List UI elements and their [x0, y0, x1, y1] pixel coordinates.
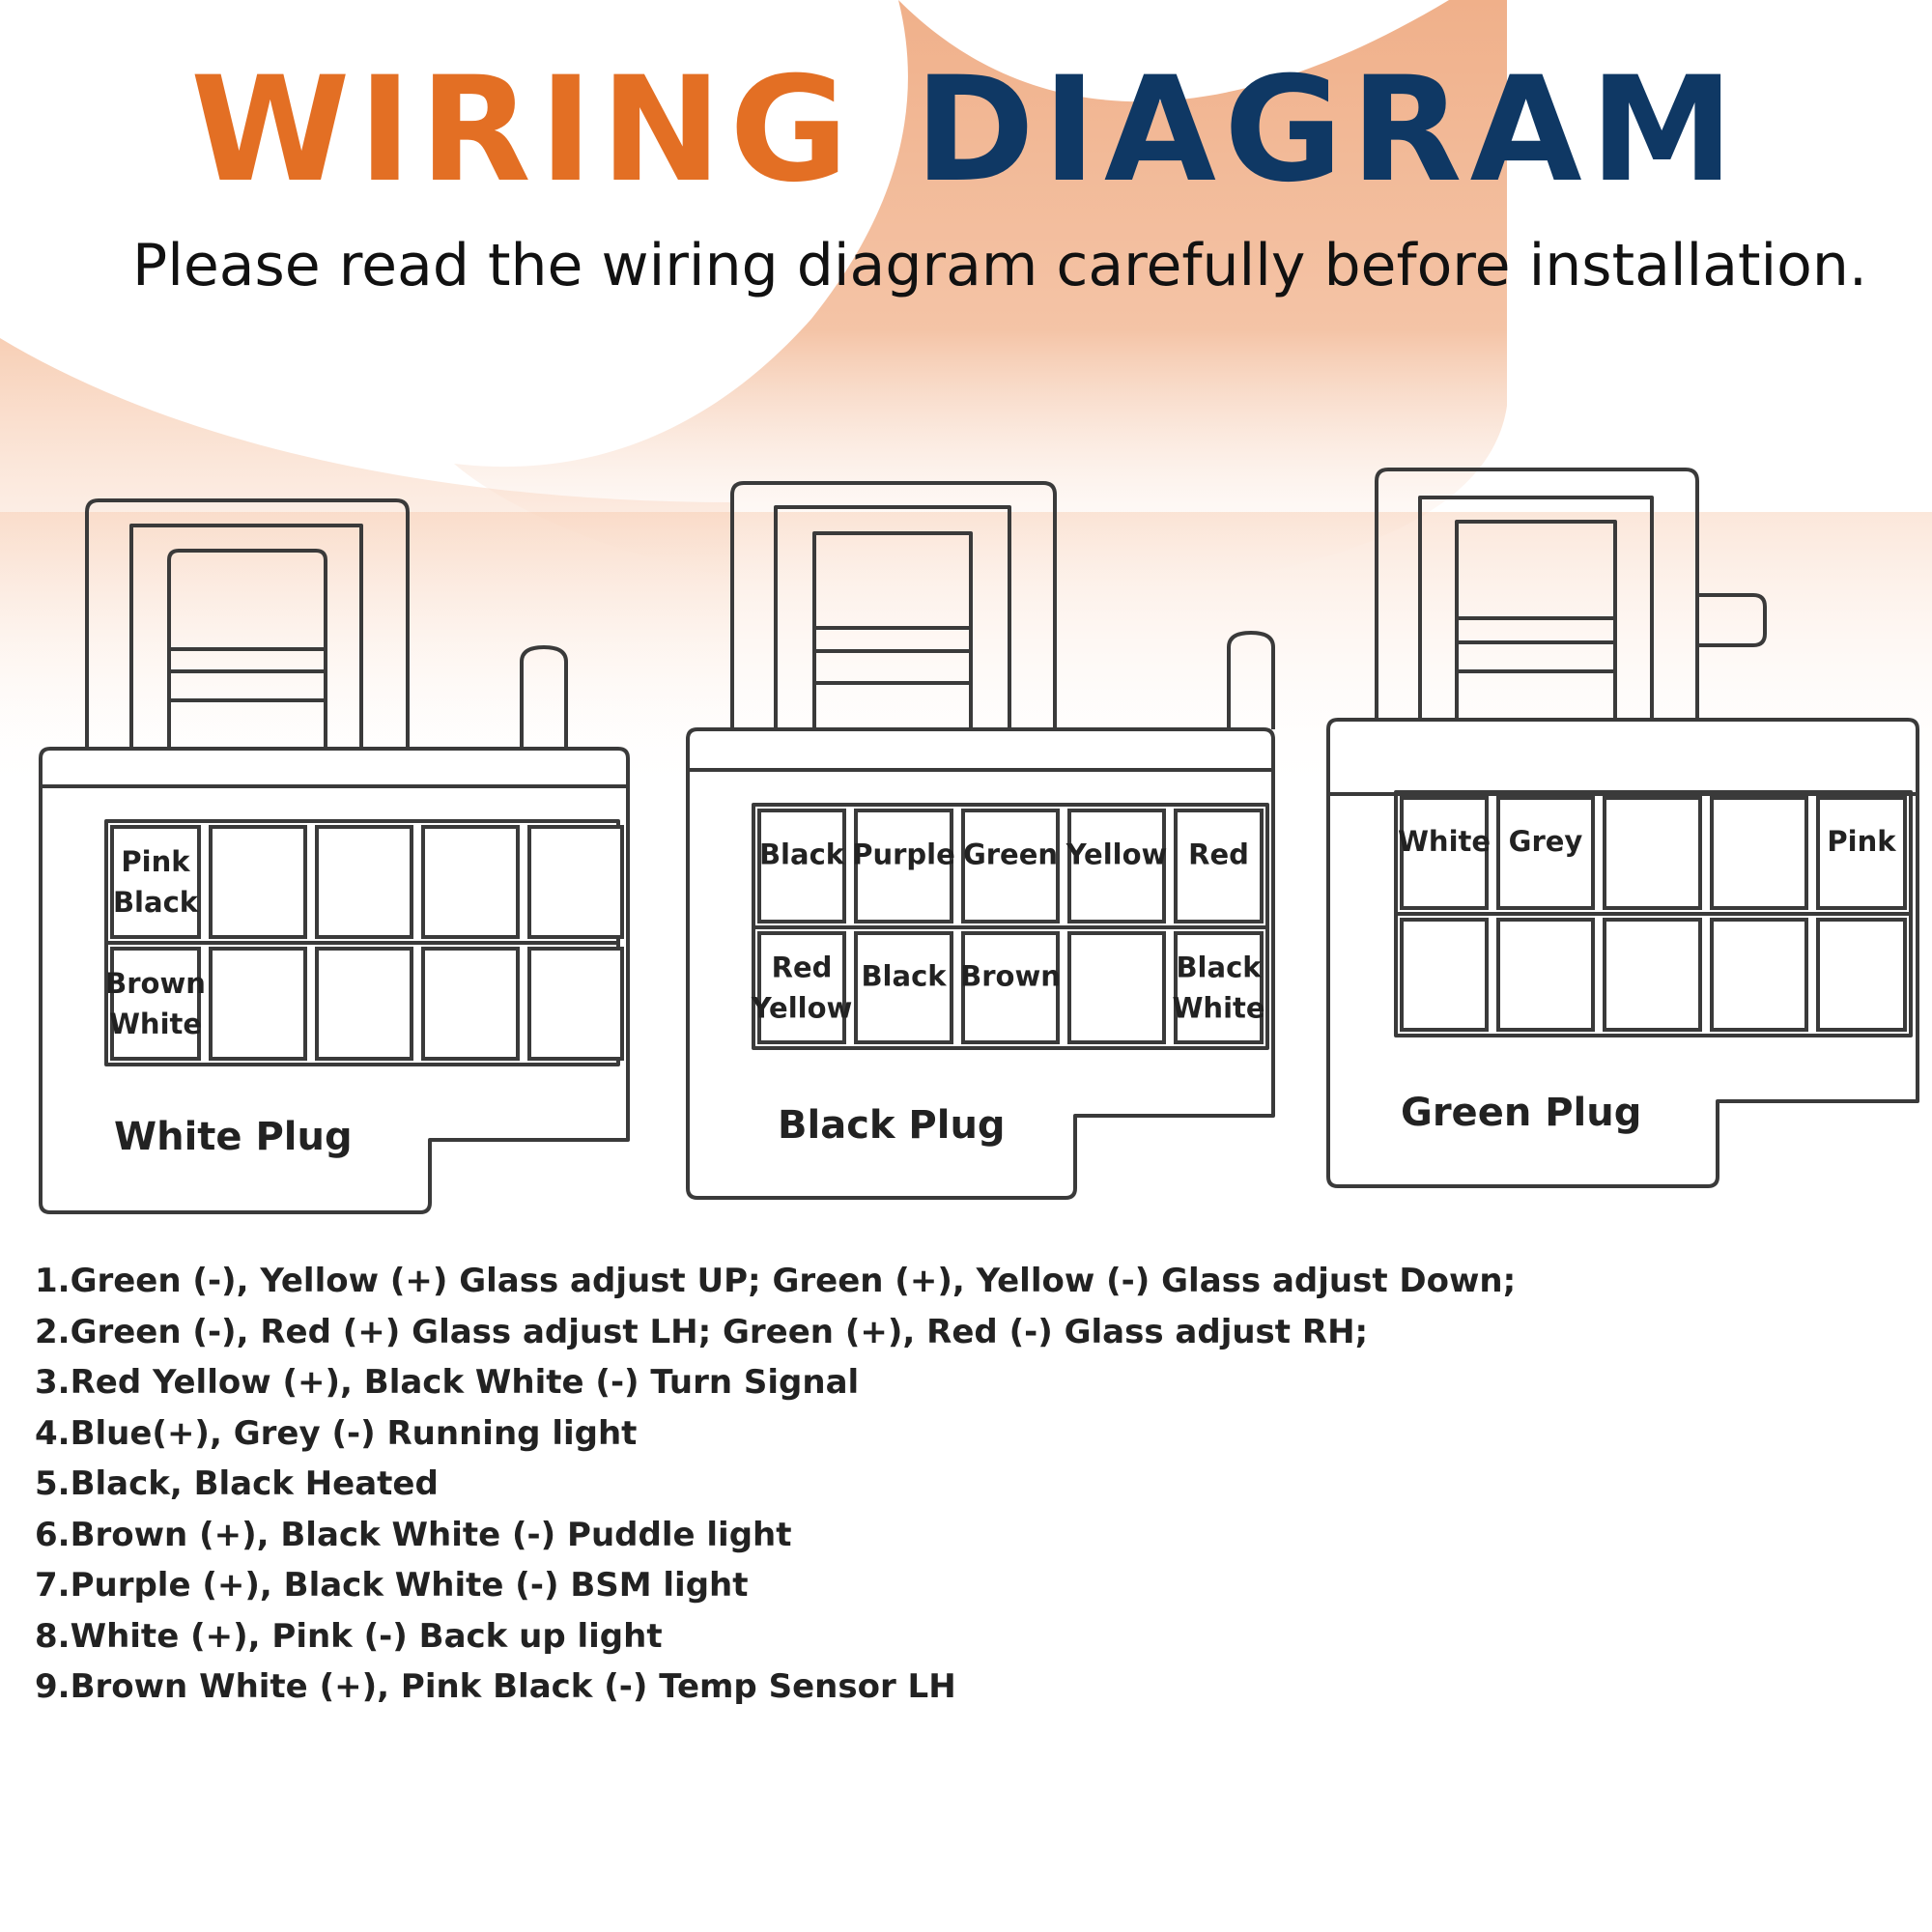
green-plug: White Grey Pink Green Plug [1326, 468, 1919, 1188]
wiring-note: 2.Green (-), Red (+) Glass adjust LH; Gr… [35, 1312, 1369, 1351]
black-plug-pin-label: Yellow [1065, 838, 1168, 871]
black-plug-pin-label: Black [759, 838, 845, 871]
white-plug-pin-label: White [109, 1008, 202, 1040]
black-plug-pin-r0-c2 [961, 809, 1060, 923]
white-plug-pin-label: Pink [121, 845, 190, 878]
white-plug-pin-r0-c3 [421, 825, 520, 939]
black-plug-pin-r1-c3 [1067, 931, 1166, 1044]
title-word-diagram: DIAGRAM [914, 46, 1742, 214]
black-plug-pin-label: Purple [852, 838, 955, 871]
green-plug-pin-r0-c2 [1603, 796, 1702, 910]
black-plug-pin-r1-c4 [1174, 931, 1264, 1044]
white-plug-pin-label: Brown [105, 967, 206, 1000]
green-plug-pin-label: Pink [1827, 825, 1896, 858]
black-plug-latch-inner [774, 505, 1011, 729]
black-plug-pin-label: Brown [960, 960, 1061, 993]
wiring-note: 1.Green (-), Yellow (+) Glass adjust UP;… [35, 1262, 1517, 1300]
page-subtitle: Please read the wiring diagram carefully… [132, 232, 1867, 299]
black-plug-post [1227, 631, 1275, 729]
peach-arc-shape [454, 0, 1507, 599]
white-plug-pin-label: Black [113, 886, 199, 919]
green-plug-pin-label: Grey [1509, 825, 1583, 858]
black-plug-pin-label: Red [1188, 838, 1249, 871]
wiring-note: 3.Red Yellow (+), Black White (-) Turn S… [35, 1363, 860, 1402]
green-plug-pins: White Grey Pink [1398, 796, 1907, 1032]
wiring-note: 6.Brown (+), Black White (-) Puddle ligh… [35, 1515, 792, 1554]
green-plug-pin-r0-c4 [1816, 796, 1907, 910]
black-plug-pin-r1-c2 [961, 931, 1060, 1044]
wiring-note: 8.White (+), Pink (-) Back up light [35, 1616, 663, 1656]
white-plug-latch [85, 498, 410, 749]
white-plug-name: White Plug [114, 1115, 353, 1159]
wiring-note: 4.Blue(+), Grey (-) Running light [35, 1413, 638, 1453]
white-plug-pin-r1-c3 [421, 947, 520, 1061]
black-plug-pin-label: Black [861, 960, 947, 993]
green-plug-pin-r1-c1 [1496, 918, 1595, 1032]
black-plug-latch-tab [812, 531, 973, 729]
black-plug-pin-label: Green [963, 838, 1058, 871]
white-plug-pin-r1-c0 [110, 947, 201, 1061]
black-plug-pin-r0-c3 [1067, 809, 1166, 923]
white-plug-pin-r0-c4 [527, 825, 624, 939]
white-plug-pin-r0-c2 [315, 825, 413, 939]
green-plug-pin-r1-c4 [1816, 918, 1907, 1032]
black-plug-pin-r1-c0 [757, 931, 846, 1044]
green-plug-pin-r1-c0 [1400, 918, 1489, 1032]
white-plug-pin-r1-c4 [527, 947, 624, 1061]
green-plug-latch [1375, 468, 1699, 720]
green-plug-pin-r1-c2 [1603, 918, 1702, 1032]
white-plug-latch-tab [167, 549, 327, 749]
black-plug-pin-label: Red [772, 952, 833, 984]
white-plug-pin-r0-c0 [110, 825, 201, 939]
black-plug-pin-r0-c0 [757, 809, 846, 923]
wiring-note: 9.Brown White (+), Pink Black (-) Temp S… [35, 1667, 956, 1706]
green-plug-pin-r0-c3 [1710, 796, 1808, 910]
black-plug-pin-label: Black [1176, 952, 1262, 984]
page-title: WIRING DIAGRAM [0, 58, 1932, 203]
title-word-wiring: WIRING [190, 46, 857, 214]
green-plug-latch-inner [1418, 496, 1654, 720]
green-plug-latch-tab [1455, 520, 1617, 720]
black-plug-pin-r0-c1 [854, 809, 953, 923]
black-plug-pin-label: White [1172, 992, 1264, 1025]
green-plug-pin-r0-c0 [1400, 796, 1489, 910]
wiring-notes-list: 1.Green (-), Yellow (+) Glass adjust UP;… [35, 1256, 1870, 1713]
black-plug-pin-r1-c1 [854, 931, 953, 1044]
white-plug-pin-r1-c1 [209, 947, 307, 1061]
wiring-note: 7.Purple (+), Black White (-) BSM light [35, 1566, 749, 1605]
white-plug-latch-inner [129, 524, 363, 749]
green-plug-name: Green Plug [1401, 1091, 1641, 1135]
green-plug-pin-r1-c3 [1710, 918, 1808, 1032]
wiring-note: 5.Black, Black Heated [35, 1464, 439, 1503]
black-plug-name: Black Plug [778, 1103, 1006, 1148]
black-plug-latch [730, 481, 1057, 729]
white-plug-pin-r0-c1 [209, 825, 307, 939]
white-plug-pin-r1-c2 [315, 947, 413, 1061]
green-plug-side-tab [1697, 593, 1767, 647]
black-plug-pin-r0-c4 [1174, 809, 1264, 923]
green-plug-pin-r0-c1 [1496, 796, 1595, 910]
white-plug-post [520, 645, 568, 749]
black-plug-pin-label: Yellow [751, 992, 853, 1025]
green-plug-pin-label: White [1398, 825, 1491, 858]
